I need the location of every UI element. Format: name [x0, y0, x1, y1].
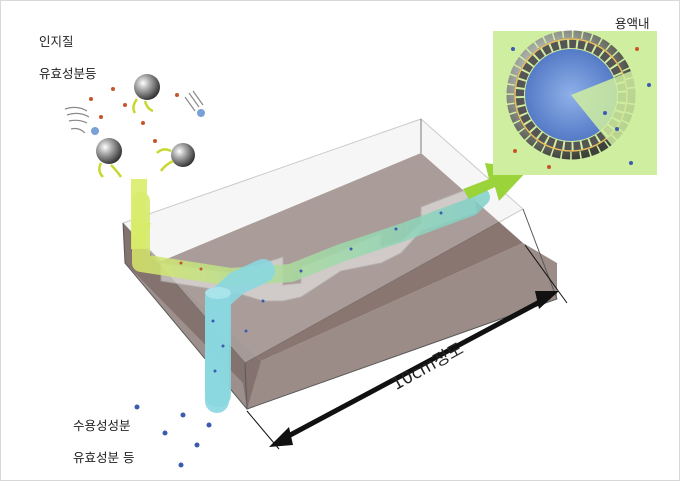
water-inlet-tube	[205, 289, 231, 407]
length-arrow	[246, 244, 568, 450]
lipid-molecules	[64, 74, 205, 178]
fluid-streams	[131, 179, 490, 413]
stream-dots	[179, 211, 443, 373]
lipid-tails	[64, 90, 204, 134]
water-dots	[134, 404, 212, 468]
lipid-sphere-3	[156, 143, 195, 172]
water-active-label: 유효성분 등	[73, 450, 135, 465]
water-soluble-label: 수용성성분	[73, 418, 131, 433]
lipid-dots	[89, 87, 179, 143]
solution-label: 용액내	[615, 16, 650, 31]
lipid-sphere-1	[132, 74, 160, 114]
lipid-inlet-arrow	[131, 223, 151, 247]
lipid-active-label: 유효성분등	[39, 66, 97, 81]
liposome-cutaway	[571, 71, 637, 147]
lipid-stream	[132, 188, 490, 286]
lipid-sphere-2	[96, 138, 123, 178]
liposome-inset	[493, 30, 657, 175]
inset-dots	[511, 47, 651, 169]
lipid-label: 인지질	[39, 34, 74, 49]
